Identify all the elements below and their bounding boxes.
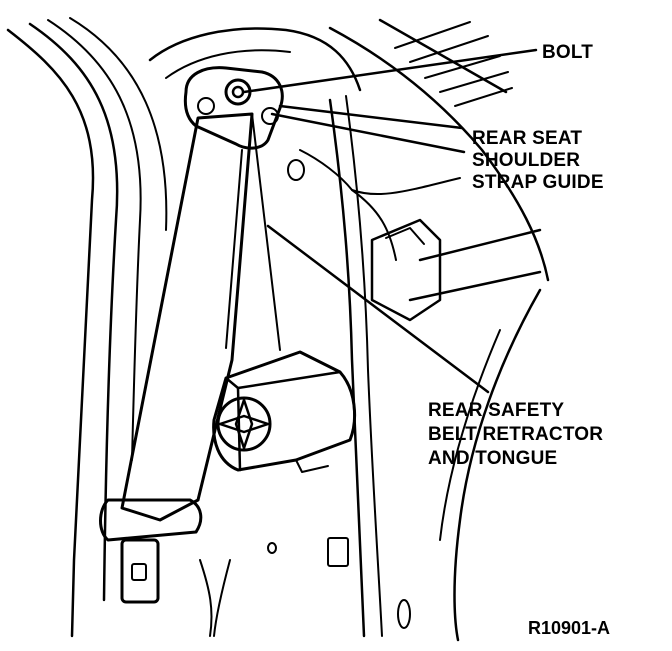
belt-retractor [212, 350, 357, 473]
leader-lines [242, 48, 538, 394]
callout-retractor-line-1: REAR SAFETY [428, 400, 564, 421]
belt-webbing [99, 112, 281, 604]
body-structure [6, 17, 550, 642]
callout-retractor-line-2: BELT RETRACTOR [428, 424, 603, 445]
callout-guide-line-1: REAR SEAT [472, 128, 582, 149]
figure-code: R10901-A [528, 618, 610, 638]
callout-bolt: BOLT [542, 42, 593, 63]
leader-guide-2 [278, 104, 464, 130]
shoulder-strap-guide [183, 66, 284, 150]
leader-retractor [266, 224, 490, 394]
callout-guide-line-3: STRAP GUIDE [472, 172, 604, 193]
leader-bolt [242, 48, 538, 94]
leader-guide-1 [270, 112, 466, 154]
callout-guide-line-2: SHOULDER [472, 150, 580, 171]
callout-retractor-line-3: AND TONGUE [428, 448, 557, 469]
